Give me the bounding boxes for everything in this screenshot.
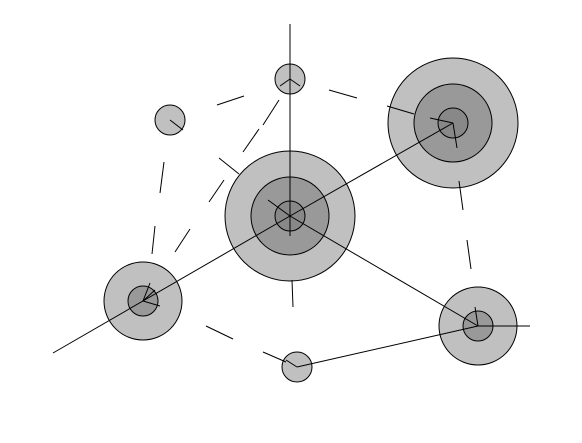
- dash-top-to-center-2: [242, 128, 260, 153]
- bond-center-to-lower-right: [289, 215, 479, 327]
- dash-top-to-upper-right-1: [328, 89, 358, 99]
- stub-left-up-right: [142, 289, 156, 302]
- dash-center-to-left-1: [174, 228, 191, 253]
- dash-center-to-bottom-1: [291, 279, 294, 308]
- bond-center-to-upper-right: [289, 122, 454, 217]
- dash-upper-left-to-left-2: [151, 225, 156, 255]
- bond-bottom-to-lower-right: [296, 325, 479, 368]
- dash-upper-left-to-top-1: [216, 95, 245, 106]
- bond-upper-left-short: [169, 119, 184, 131]
- stub-lower-right-up: [474, 306, 479, 327]
- bond-center-to-far-left: [52, 215, 291, 354]
- stub-upper-right-down: [452, 122, 458, 149]
- stub-center-up-left: [267, 199, 291, 217]
- dash-left-to-bottom-2: [262, 351, 287, 363]
- dashed-connections: [151, 89, 472, 363]
- bond-top-short-left: [279, 78, 291, 87]
- stub-left-up: [142, 282, 151, 302]
- dash-top-to-center-1: [262, 99, 280, 126]
- dash-upper-right-to-lower-right-2: [466, 239, 472, 270]
- stub-left-right: [142, 300, 161, 307]
- dash-top-to-center-3: [208, 179, 225, 203]
- dash-top-to-upper-right-2: [386, 105, 415, 115]
- dash-upper-right-to-lower-right-1: [458, 180, 464, 211]
- dash-upper-left-to-center-1: [218, 157, 240, 175]
- stub-upper-right-left: [429, 117, 454, 124]
- solid-bonds: [52, 24, 530, 368]
- dash-left-to-bottom-1: [205, 325, 234, 340]
- core-stubs: [142, 117, 479, 327]
- bond-bottom-short-left: [285, 359, 298, 368]
- dash-upper-left-to-left-1: [159, 161, 165, 194]
- bond-top-short-right: [289, 78, 301, 87]
